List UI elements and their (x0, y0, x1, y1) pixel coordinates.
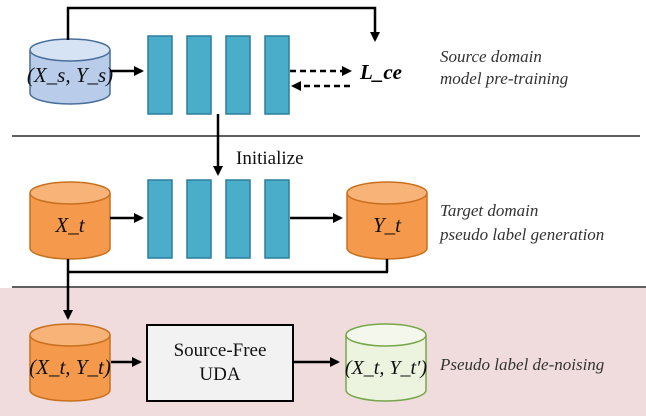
target-caption-line2: pseudo label generation (439, 225, 604, 244)
source-layer-4 (264, 35, 290, 115)
arrow-top-loop (66, 6, 380, 42)
noisy-pair-database: (X_t, Y_t) (29, 323, 111, 402)
denoised-label: (X_t, Y_t′) (345, 357, 427, 379)
sfuda-line2: UDA (199, 364, 240, 385)
target-layer-2 (186, 179, 212, 259)
target-caption-line1: Target domain (440, 201, 538, 220)
source-database: (X_s, Y_s) (27, 38, 113, 105)
pseudo-label-database: Y_t (346, 181, 428, 260)
source-layer-1 (147, 35, 173, 115)
source-layer-2 (186, 35, 212, 115)
target-model-layers (147, 179, 290, 259)
source-layer-3 (225, 35, 251, 115)
denoise-caption: Pseudo label de-noising (439, 355, 604, 374)
source-caption-line2: model pre-training (440, 69, 568, 88)
target-layer-3 (225, 179, 251, 259)
denoised-database: (X_t, Y_t′) (345, 323, 427, 402)
source-model-layers (147, 35, 290, 115)
target-layer-1 (147, 179, 173, 259)
source-input-label: (X_s, Y_s) (27, 63, 113, 87)
loss-label: L_ce (359, 60, 402, 84)
initialize-label: Initialize (236, 148, 304, 169)
sfuda-box: Source-Free UDA (146, 324, 294, 402)
target-input-database: X_t (29, 181, 111, 260)
noisy-pair-label: (X_t, Y_t) (29, 355, 111, 379)
sfuda-line1: Source-Free (174, 340, 267, 361)
source-caption-line1: Source domain (440, 47, 542, 66)
pseudo-label-text: Y_t (373, 213, 402, 237)
target-layer-4 (264, 179, 290, 259)
target-input-label: X_t (54, 213, 85, 237)
